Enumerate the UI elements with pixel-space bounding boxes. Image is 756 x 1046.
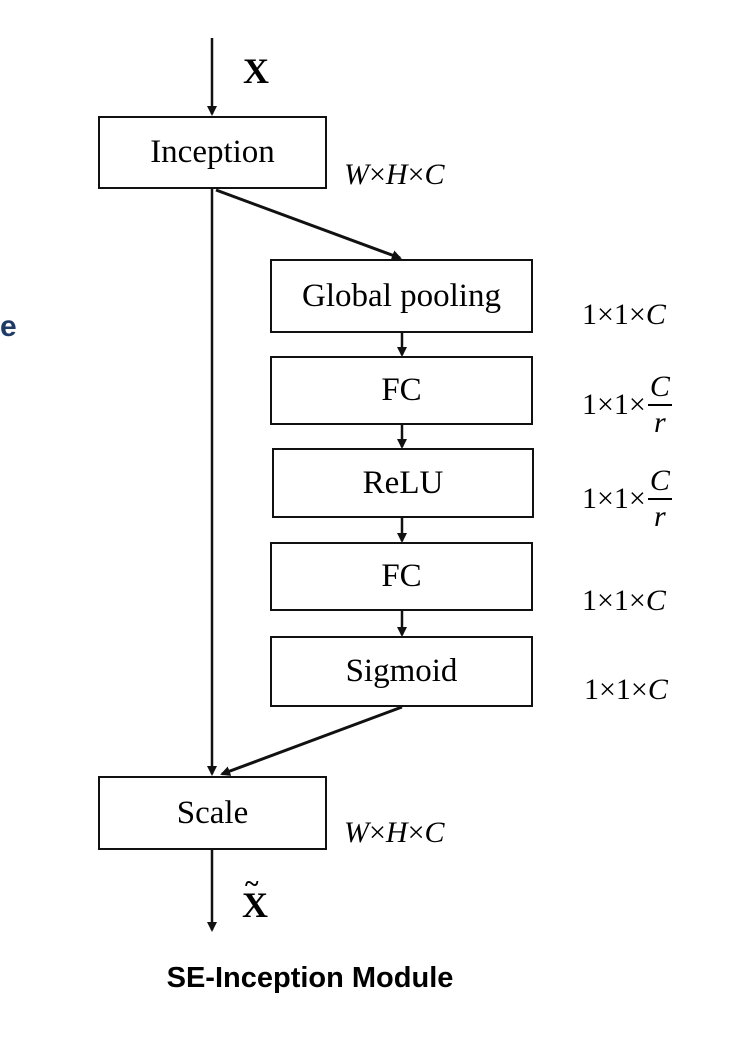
- global-pooling-block: Global pooling: [270, 259, 533, 333]
- fc2-block: FC: [270, 542, 533, 611]
- inception-block: Inception: [98, 116, 327, 189]
- diagram-caption: SE-Inception Module: [166, 962, 454, 994]
- sigmoid-block: Sigmoid: [270, 636, 533, 707]
- inception-dims: W×H×C: [344, 158, 445, 191]
- global-pooling-dims: 1×1×C: [582, 298, 666, 331]
- scale-block: Scale: [98, 776, 327, 850]
- fc1-block: FC: [270, 356, 533, 425]
- output-x-tilde-label: ~ X: [242, 869, 268, 925]
- scale-dims: W×H×C: [344, 816, 445, 849]
- branch-arrow: [215, 188, 402, 260]
- relu-block: ReLU: [272, 448, 534, 518]
- sigmoid-dims: 1×1×C: [584, 673, 668, 706]
- tilde-accent: ~: [245, 869, 259, 898]
- edge-text-fragment: e: [0, 310, 17, 343]
- input-x-label: X: [243, 51, 269, 91]
- fc2-dims: 1×1×C: [582, 584, 666, 617]
- merge-arrow: [220, 705, 403, 776]
